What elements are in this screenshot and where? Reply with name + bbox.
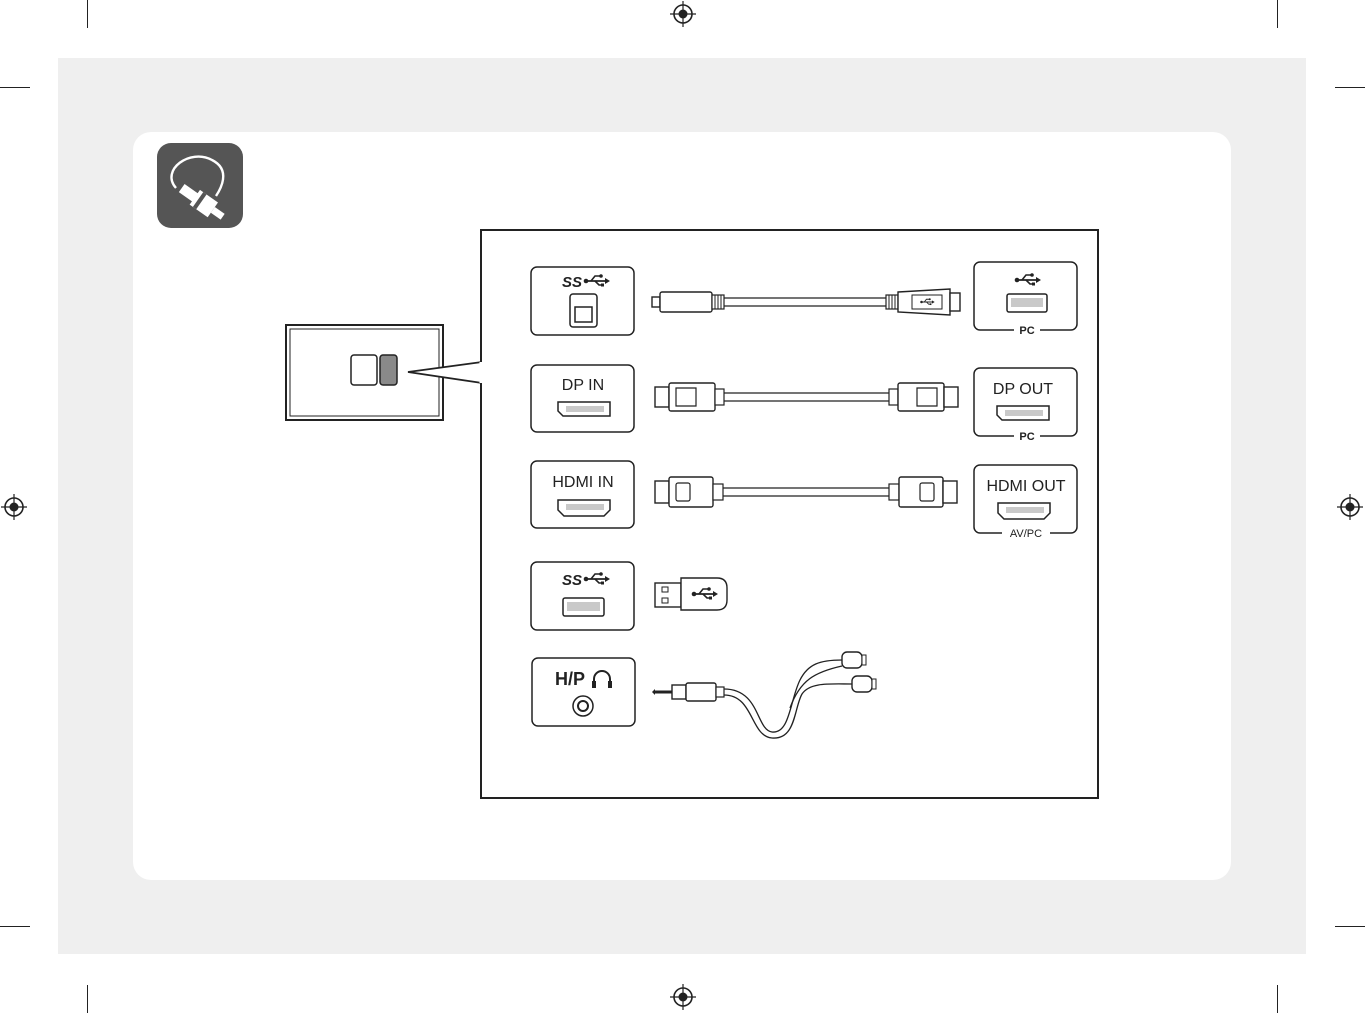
- pc-usb-port-box: PC: [974, 262, 1077, 337]
- pc-dp-out-port-box: DP OUT PC: [974, 368, 1077, 443]
- usb-device-plug: [655, 578, 727, 610]
- port-label: HDMI IN: [552, 474, 613, 491]
- registration-mark-bottom: [670, 984, 696, 1010]
- device-label: AV/PC: [1010, 528, 1042, 540]
- port-label: H/P: [555, 669, 585, 689]
- av-pc-hdmi-out-port-box: HDMI OUT AV/PC: [974, 465, 1077, 540]
- registration-mark-top: [670, 1, 696, 27]
- hdmi-in-port-box: HDMI IN: [531, 461, 634, 528]
- device-port-label: DP OUT: [993, 381, 1053, 398]
- usb-downstream-port-box: SS: [531, 562, 634, 630]
- port-label: DP IN: [562, 377, 604, 394]
- device-label: PC: [1019, 431, 1034, 443]
- cable-connector-icon: [157, 143, 243, 228]
- device-port-label: HDMI OUT: [986, 478, 1065, 495]
- ss-label: SS: [562, 274, 582, 291]
- registration-mark-right: [1337, 494, 1363, 520]
- usb-upstream-port-box: SS: [531, 267, 634, 335]
- ss-label: SS: [562, 572, 582, 589]
- registration-mark-left: [1, 494, 27, 520]
- device-label: PC: [1019, 325, 1034, 337]
- headphone-port-box: H/P: [532, 658, 635, 726]
- dp-in-port-box: DP IN: [531, 365, 634, 432]
